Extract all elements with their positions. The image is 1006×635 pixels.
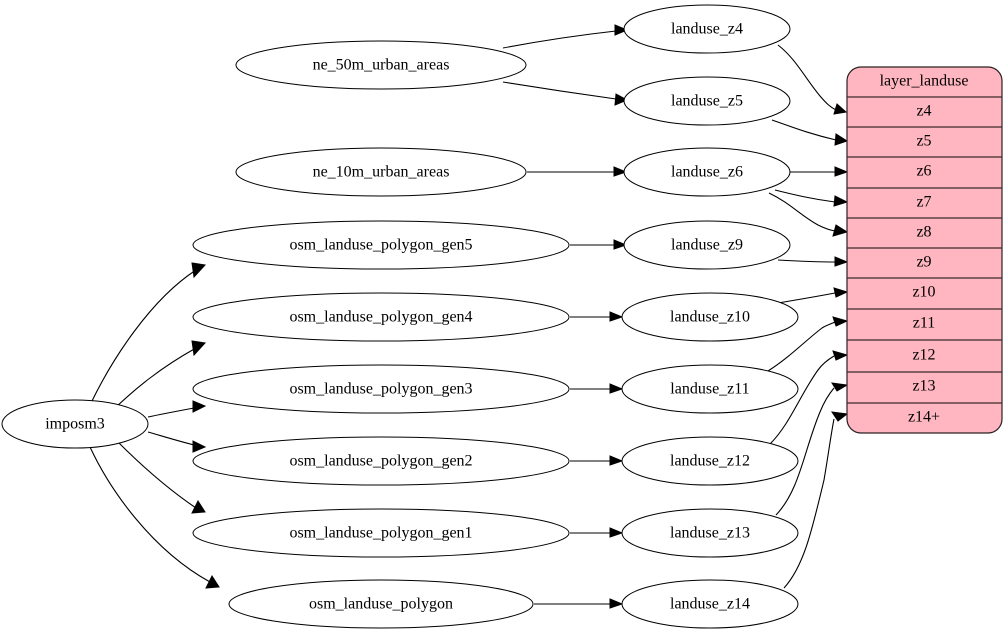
edge-osm_landuse_polygon_gen3-to-landuse_z11 <box>570 383 624 394</box>
node-shape <box>192 364 570 414</box>
table-background <box>846 66 1003 434</box>
node-label: osm_landuse_polygon_gen1 <box>289 525 472 542</box>
edge-imposm3-to-osm_landuse_polygon_gen4 <box>114 340 207 409</box>
node-label: landuse_z4 <box>671 21 743 38</box>
edge-landuse_z13-to-table-z13 <box>775 382 849 516</box>
node-osm_landuse_polygon[interactable]: osm_landuse_polygon <box>228 579 534 629</box>
node-osm_landuse_polygon_gen4[interactable]: osm_landuse_polygon_gen4 <box>192 292 570 342</box>
node-landuse_z9[interactable]: landuse_z9 <box>623 220 791 270</box>
node-landuse_z13[interactable]: landuse_z13 <box>621 508 799 558</box>
edge-osm_landuse_polygon_gen2-to-landuse_z12 <box>570 455 624 466</box>
node-label: landuse_z12 <box>670 453 750 470</box>
table-row-z7[interactable]: z7 <box>916 194 931 211</box>
edge-osm_landuse_polygon_gen4-to-landuse_z10 <box>570 311 624 322</box>
edge-ne_10m_urban_areas-to-landuse_z6 <box>527 166 628 177</box>
node-landuse_z12[interactable]: landuse_z12 <box>621 436 799 486</box>
node-shape <box>621 579 799 629</box>
edge-ne_50m_urban_areas-to-landuse_z4 <box>502 24 629 49</box>
node-label: osm_landuse_polygon_gen4 <box>289 309 472 326</box>
node-osm_landuse_polygon_gen1[interactable]: osm_landuse_polygon_gen1 <box>192 508 570 558</box>
node-ne_50m_urban_areas[interactable]: ne_50m_urban_areas <box>235 40 527 90</box>
table-row-z11[interactable]: z11 <box>913 315 936 332</box>
node-label: ne_10m_urban_areas <box>313 164 450 181</box>
node-shape <box>235 40 527 90</box>
table-row-z10[interactable]: z10 <box>912 284 935 301</box>
node-label: osm_landuse_polygon_gen5 <box>289 237 472 254</box>
node-label: landuse_z13 <box>670 525 750 542</box>
edge-imposm3-to-osm_landuse_polygon_gen3 <box>147 400 207 418</box>
node-label: osm_landuse_polygon_gen3 <box>289 381 472 398</box>
edge-imposm3-to-osm_landuse_polygon <box>89 446 220 589</box>
node-label: osm_landuse_polygon_gen2 <box>289 453 472 470</box>
node-shape <box>192 220 570 270</box>
node-shape <box>228 579 534 629</box>
node-ne_10m_urban_areas[interactable]: ne_10m_urban_areas <box>235 147 527 197</box>
node-shape <box>621 364 799 414</box>
edge-landuse_z5-to-table-z5 <box>771 119 849 146</box>
table-row-z4[interactable]: z4 <box>916 103 931 120</box>
node-shape <box>623 4 791 54</box>
edge-ne_50m_urban_areas-to-landuse_z5 <box>502 81 629 106</box>
edge-osm_landuse_polygon_gen1-to-landuse_z13 <box>570 527 624 538</box>
edge-osm_landuse_polygon_gen5-to-landuse_z9 <box>570 239 628 250</box>
table-row-z14plus[interactable]: z14+ <box>908 409 940 426</box>
edge-landuse_z10-to-table-z10 <box>777 287 849 304</box>
edge-landuse_z9-to-table-z9 <box>777 256 849 267</box>
node-shape <box>1 399 149 449</box>
edge-osm_landuse_polygon-to-landuse_z14 <box>534 598 624 609</box>
node-shape <box>192 508 570 558</box>
node-shape <box>621 436 799 486</box>
table-row-z12[interactable]: z12 <box>912 347 935 364</box>
table-row-z8[interactable]: z8 <box>916 224 931 241</box>
edge-landuse_z6-to-table-z8 <box>768 192 849 237</box>
node-shape <box>192 436 570 486</box>
edge-landuse_z11-to-table-z11 <box>767 316 849 372</box>
node-imposm3[interactable]: imposm3 <box>1 399 149 449</box>
edge-imposm3-to-osm_landuse_polygon_gen2 <box>147 431 207 453</box>
node-landuse_z11[interactable]: landuse_z11 <box>621 364 799 414</box>
node-landuse_z14[interactable]: landuse_z14 <box>621 579 799 629</box>
node-label: landuse_z11 <box>670 381 749 398</box>
node-osm_landuse_polygon_gen3[interactable]: osm_landuse_polygon_gen3 <box>192 364 570 414</box>
table-row-z6[interactable]: z6 <box>916 163 931 180</box>
node-shape <box>192 292 570 342</box>
node-landuse_z10[interactable]: landuse_z10 <box>621 292 799 342</box>
node-landuse_z5[interactable]: landuse_z5 <box>623 76 791 126</box>
node-label: landuse_z14 <box>670 596 750 613</box>
node-shape <box>621 508 799 558</box>
edges-layer <box>89 24 849 609</box>
node-landuse_z6[interactable]: landuse_z6 <box>623 147 791 197</box>
node-osm_landuse_polygon_gen2[interactable]: osm_landuse_polygon_gen2 <box>192 436 570 486</box>
node-shape <box>621 292 799 342</box>
node-label: osm_landuse_polygon <box>309 596 453 613</box>
node-shape <box>623 147 791 197</box>
node-label: ne_50m_urban_areas <box>313 57 450 74</box>
node-label: landuse_z5 <box>671 93 743 110</box>
table-row-z13[interactable]: z13 <box>912 378 935 395</box>
table-header-label: layer_landuse <box>880 73 969 90</box>
node-shape <box>235 147 527 197</box>
edge-landuse_z4-to-table-z4 <box>777 44 848 115</box>
edge-landuse_z12-to-table-z12 <box>769 350 849 445</box>
table-row-z9[interactable]: z9 <box>916 254 931 271</box>
edge-landuse_z6-to-table-z6 <box>790 166 849 177</box>
node-shape <box>623 220 791 270</box>
edge-landuse_z14-to-table-z14plus <box>783 411 849 589</box>
table-row-z5[interactable]: z5 <box>916 133 931 150</box>
node-shape <box>623 76 791 126</box>
edge-landuse_z6-to-table-z7 <box>774 189 849 207</box>
node-label: imposm3 <box>45 416 105 433</box>
node-osm_landuse_polygon_gen5[interactable]: osm_landuse_polygon_gen5 <box>192 220 570 270</box>
node-landuse_z4[interactable]: landuse_z4 <box>623 4 791 54</box>
edge-imposm3-to-osm_landuse_polygon_gen1 <box>118 442 206 514</box>
node-label: landuse_z10 <box>670 309 750 326</box>
edge-imposm3-to-osm_landuse_polygon_gen5 <box>91 262 207 402</box>
node-label: landuse_z9 <box>671 237 743 254</box>
table-node-layer-landuse[interactable]: layer_landuse z4 z5 z6 z7 z8 z9 z10 z11 … <box>846 66 1003 434</box>
node-label: landuse_z6 <box>671 164 743 181</box>
